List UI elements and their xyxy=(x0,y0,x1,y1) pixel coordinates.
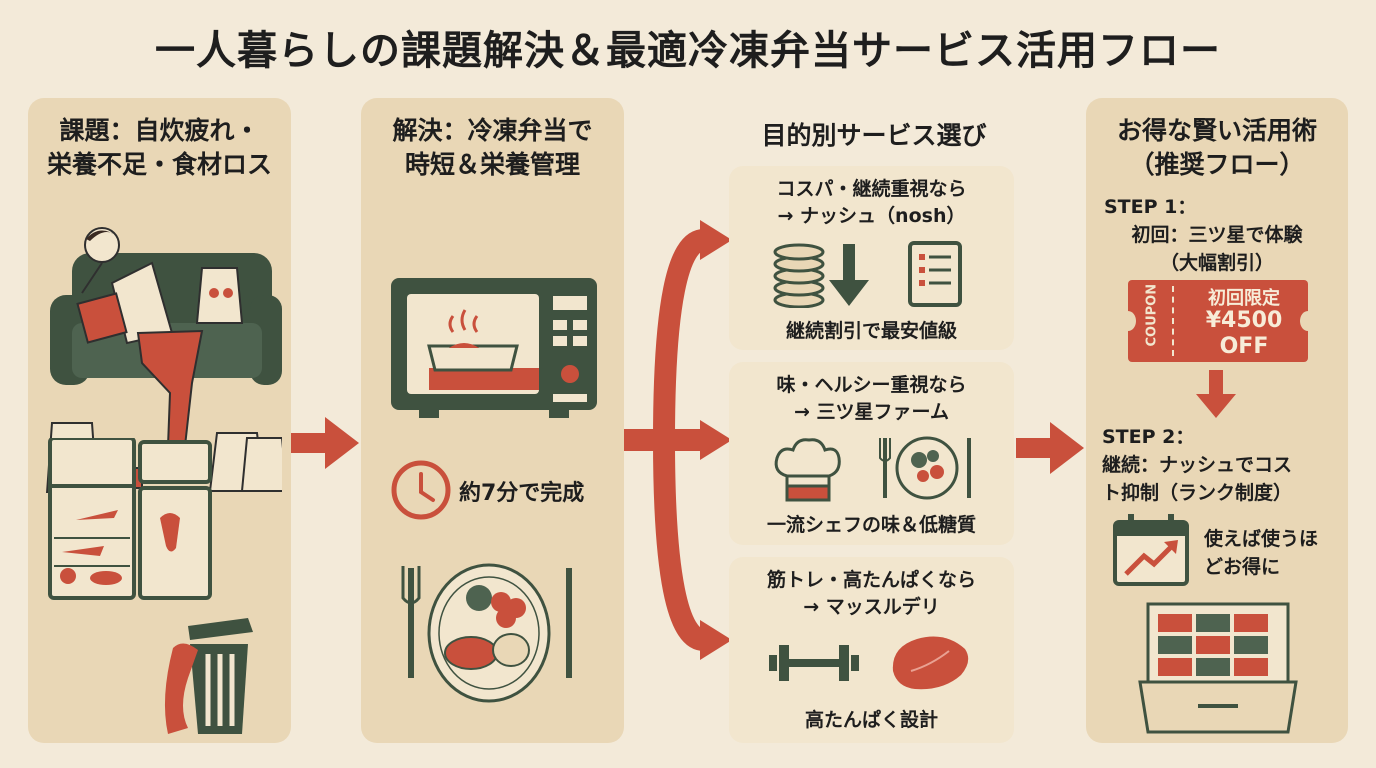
nosh-caption: 継続割引で最安値級 xyxy=(785,320,957,342)
chart-line1: 使えば使うほ xyxy=(1204,528,1319,550)
step1-line1: 初回：三ツ星で体験 xyxy=(1131,224,1303,246)
service-box-nosh: コスパ・継続重視なら → ナッシュ（nosh） 継続割引で最安値級 xyxy=(729,166,1014,350)
problem-title-line1: 課題：自炊疲れ・ xyxy=(59,116,260,145)
solution-title-line2: 時短＆栄養管理 xyxy=(404,150,580,179)
fridge-and-trash-illustration xyxy=(48,438,253,734)
service-select-title: 目的別サービス選び xyxy=(761,121,987,150)
timer-text: 約7分で完成 xyxy=(459,481,585,506)
calendar-growth-icon xyxy=(1113,514,1189,586)
step1-label: STEP 1： xyxy=(1104,196,1197,218)
service-box-muscledeli: 筋トレ・高たんぱくなら → マッスルデリ 高たんぱく設計 xyxy=(729,557,1014,743)
step2-line2: ト抑制（ランク制度） xyxy=(1102,482,1293,504)
page-title: 一人暮らしの課題解決＆最適冷凍弁当サービス活用フロー xyxy=(155,28,1221,74)
step2-line1: 継続：ナッシュでコス xyxy=(1102,454,1293,476)
coupon-side-label: COUPON xyxy=(1144,283,1160,347)
clock-icon xyxy=(391,460,451,520)
chicken-breast-icon xyxy=(892,636,969,690)
coupon: COUPON 初回限定 ¥4500 OFF xyxy=(1120,280,1316,362)
problem-panel: 課題：自炊疲れ・ 栄養不足・食材ロス xyxy=(28,98,291,743)
mitsuboshi-line2: → 三ツ星ファーム xyxy=(794,401,949,423)
solution-title-line1: 解決：冷凍弁当で xyxy=(392,116,593,145)
muscledeli-line2: → マッスルデリ xyxy=(803,596,940,618)
branch-arrows xyxy=(624,220,732,660)
tips-panel: お得な賢い活用術 （推奨フロー） STEP 1： 初回：三ツ星で体験 （大幅割引… xyxy=(1086,98,1348,743)
nosh-line2: → ナッシュ（nosh） xyxy=(777,205,966,227)
menu-list-icon xyxy=(908,241,962,307)
microwave-icon xyxy=(391,278,597,418)
tips-title-line1: お得な賢い活用術 xyxy=(1116,116,1317,145)
freezer-drawer-icon xyxy=(1138,602,1298,734)
mitsuboshi-line1: 味・ヘルシー重視なら xyxy=(776,374,967,396)
flow-arrow-1 xyxy=(291,417,359,469)
down-arrow-step-icon xyxy=(1196,370,1236,418)
dumbbell-icon xyxy=(769,645,859,681)
chef-hat-icon xyxy=(774,438,841,502)
solution-panel: 解決：冷凍弁当で 時短＆栄養管理 約7分で完成 xyxy=(361,98,624,743)
step1-line2: （大幅割引） xyxy=(1159,252,1274,274)
service-box-mitsuboshi: 味・ヘルシー重視なら → 三ツ星ファーム 一流シェフの味＆低糖質 xyxy=(729,362,1014,545)
down-arrow-icon xyxy=(829,244,869,306)
coupon-line2: ¥4500 xyxy=(1205,308,1283,333)
problem-title-line2: 栄養不足・食材ロス xyxy=(46,150,272,179)
chart-line2: どお得に xyxy=(1204,556,1281,578)
step2-label: STEP 2： xyxy=(1102,426,1195,448)
mitsuboshi-caption: 一流シェフの味＆低糖質 xyxy=(766,514,976,536)
nosh-line1: コスパ・継続重視なら xyxy=(776,178,967,200)
muscledeli-line1: 筋トレ・高たんぱくなら xyxy=(766,569,976,591)
tips-title-line2: （推奨フロー） xyxy=(1129,150,1305,179)
muscledeli-caption: 高たんぱく設計 xyxy=(804,709,938,731)
flow-arrow-3 xyxy=(1016,422,1084,474)
salad-plate-icon xyxy=(879,436,971,500)
coupon-line3: OFF xyxy=(1219,334,1269,359)
coupon-line1: 初回限定 xyxy=(1208,288,1280,309)
meal-plate-illustration xyxy=(401,563,572,703)
coins-icon xyxy=(773,243,825,308)
